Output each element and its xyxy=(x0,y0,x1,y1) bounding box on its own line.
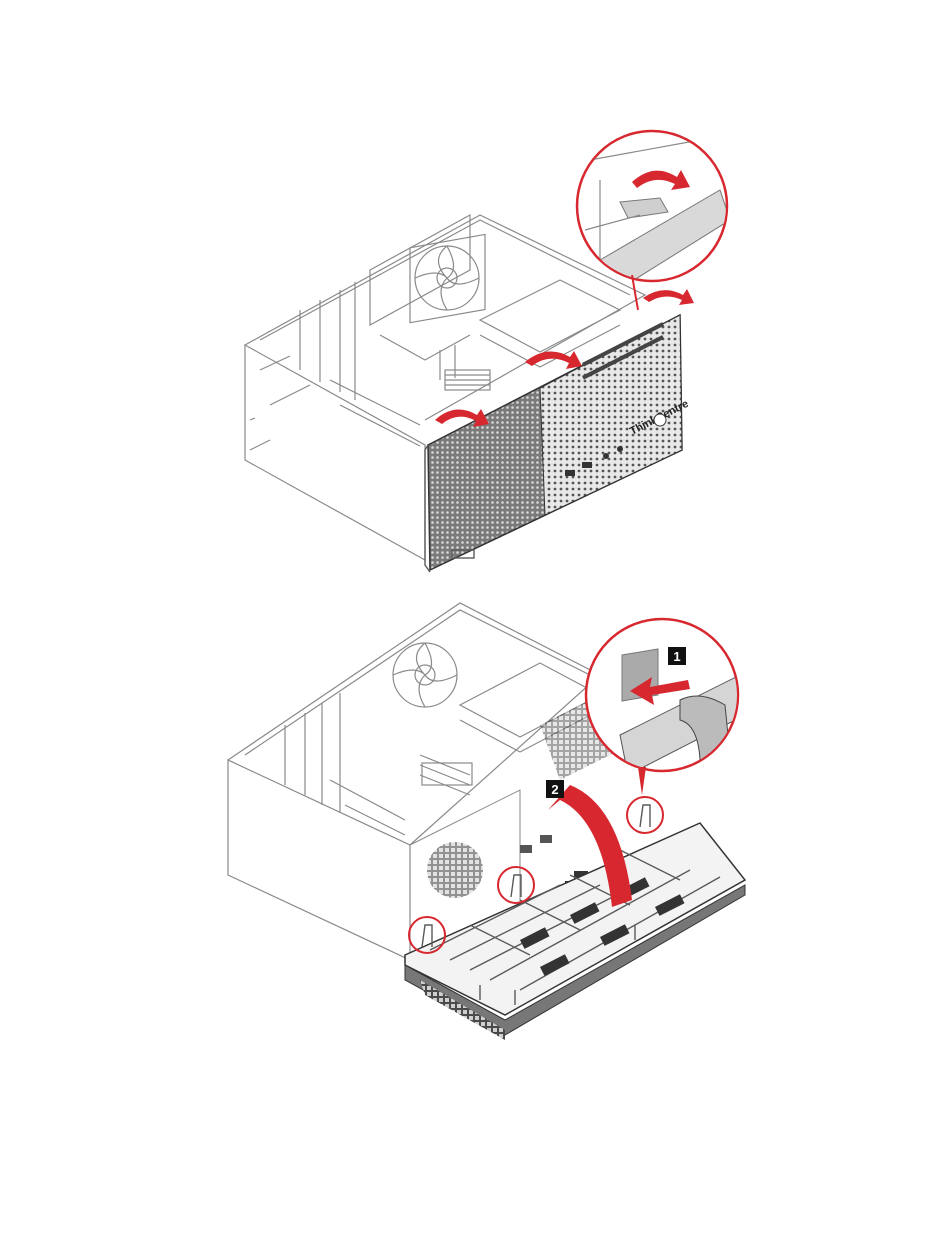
magnifier-callout-icon: 1 xyxy=(586,619,745,795)
curved-arrow-icon xyxy=(435,409,489,427)
curved-arrow-icon xyxy=(643,289,694,305)
figure-top-illustration: ThinkCentre xyxy=(0,120,950,590)
callout-2: 2 xyxy=(546,780,564,798)
svg-text:2: 2 xyxy=(551,782,558,797)
figure-bezel-release: ThinkCentre xyxy=(0,120,950,590)
magnifier-callout-icon xyxy=(577,131,730,310)
figure-bezel-remove: 2 1 xyxy=(0,595,950,1050)
callout-1: 1 xyxy=(673,649,680,664)
tab-circle-icon xyxy=(627,797,663,833)
tab-circle-icon xyxy=(498,867,534,903)
figure-bottom-illustration: 2 1 xyxy=(0,595,950,1050)
